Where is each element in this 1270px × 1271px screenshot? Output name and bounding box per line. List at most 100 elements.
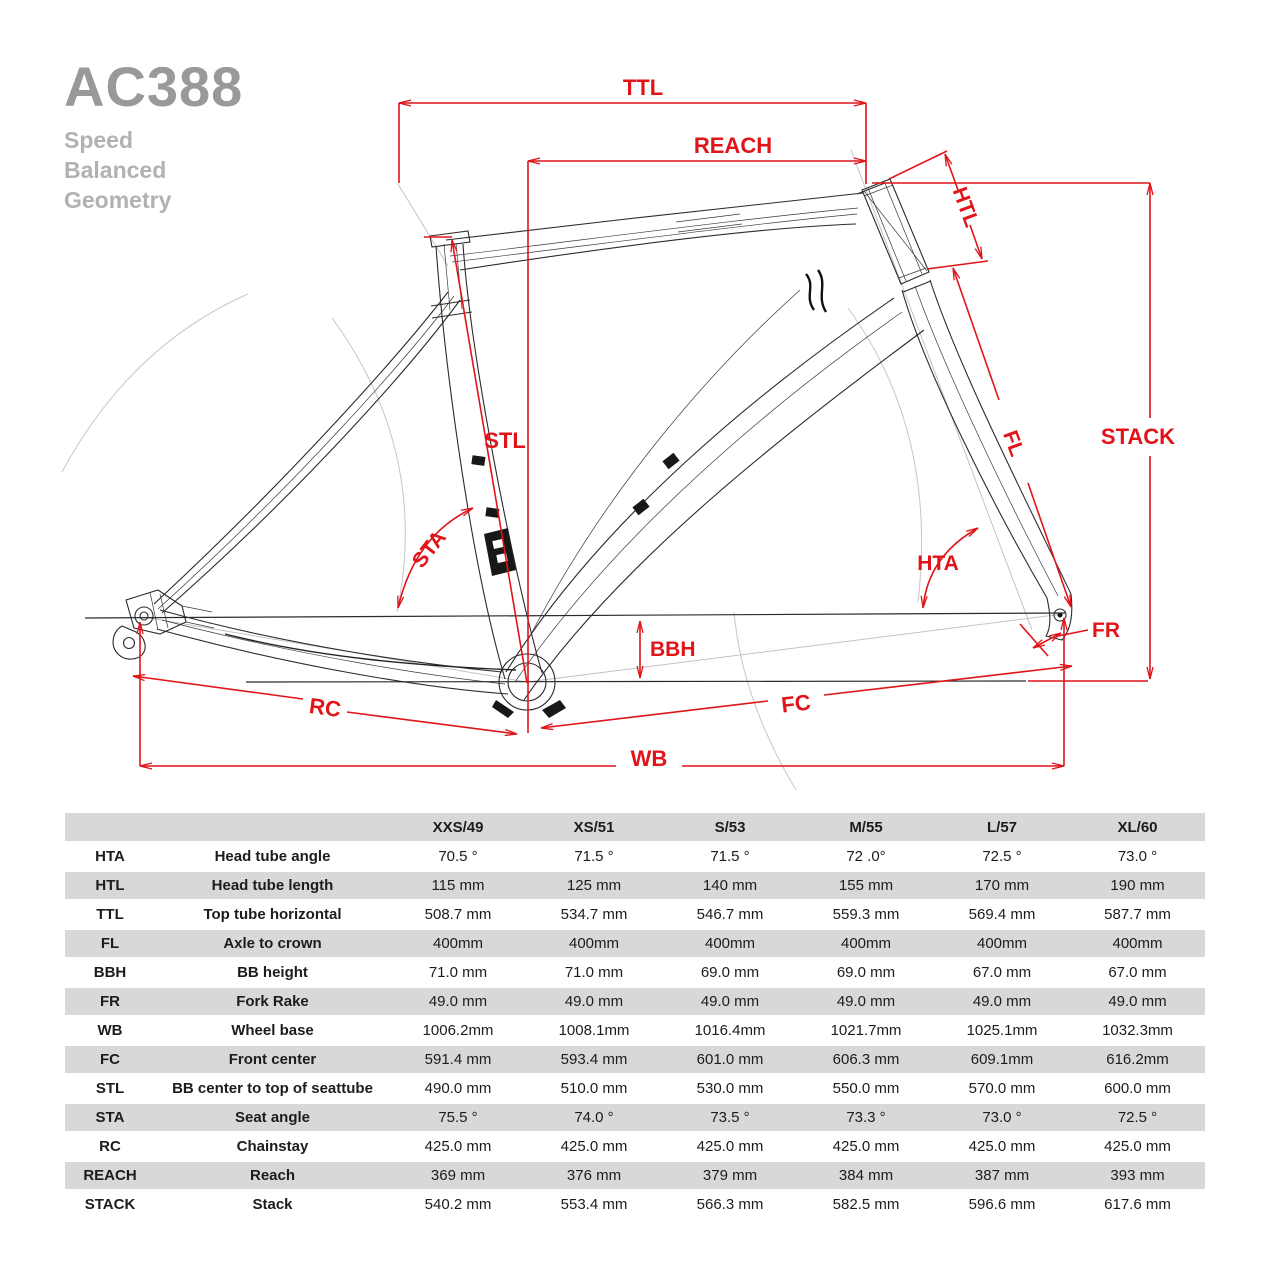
measure-name-cell: BB height bbox=[155, 958, 390, 988]
measure-value-cell: 617.6 mm bbox=[1070, 1190, 1205, 1220]
measure-value-cell: 400mm bbox=[390, 929, 526, 959]
measure-value-cell: 71.5 ° bbox=[526, 842, 662, 872]
measure-value-cell: 72.5 ° bbox=[1070, 1103, 1205, 1133]
measure-code-cell: BBH bbox=[65, 958, 155, 988]
dim-label-hta: HTA bbox=[917, 552, 959, 575]
measure-value-cell: 67.0 mm bbox=[1070, 958, 1205, 988]
seat-tube-cap bbox=[429, 230, 471, 248]
measure-name-cell: Head tube angle bbox=[155, 842, 390, 872]
measure-value-cell: 1008.1mm bbox=[526, 1016, 662, 1046]
measure-value-cell: 601.0 mm bbox=[662, 1045, 798, 1075]
size-column-header: XS/51 bbox=[526, 813, 662, 843]
dim-label-sta: STA bbox=[408, 526, 451, 572]
wheel-arc bbox=[331, 317, 406, 613]
seat-axis-line bbox=[397, 183, 449, 267]
measure-value-cell: 379 mm bbox=[662, 1161, 798, 1191]
dimension-fr: FR bbox=[1019, 619, 1120, 657]
measure-name-cell: Head tube length bbox=[155, 871, 390, 901]
measure-value-cell: 1016.4mm bbox=[662, 1016, 798, 1046]
measure-name-cell: Chainstay bbox=[155, 1132, 390, 1162]
measure-value-cell: 400mm bbox=[662, 929, 798, 959]
measure-value-cell: 616.2mm bbox=[1070, 1045, 1205, 1075]
dim-label-htl: HTL bbox=[948, 184, 984, 230]
measure-value-cell: 72.5 ° bbox=[934, 842, 1070, 872]
measure-code-cell: TTL bbox=[65, 900, 155, 930]
measure-code-cell: FC bbox=[65, 1045, 155, 1075]
measure-value-cell: 490.0 mm bbox=[390, 1074, 526, 1104]
measure-value-cell: 49.0 mm bbox=[390, 987, 526, 1017]
measure-value-cell: 71.0 mm bbox=[390, 958, 526, 988]
dimension-hta: HTA bbox=[917, 527, 979, 609]
measure-value-cell: 1032.3mm bbox=[1070, 1016, 1205, 1046]
dimension-sta: STA bbox=[397, 507, 474, 609]
measure-value-cell: 425.0 mm bbox=[390, 1132, 526, 1162]
measure-value-cell: 510.0 mm bbox=[526, 1074, 662, 1104]
measure-value-cell: 1025.1mm bbox=[934, 1016, 1070, 1046]
size-column-header: M/55 bbox=[798, 813, 934, 843]
measure-value-cell: 155 mm bbox=[798, 871, 934, 901]
measure-value-cell: 582.5 mm bbox=[798, 1190, 934, 1220]
measure-value-cell: 70.5 ° bbox=[390, 842, 526, 872]
dimension-fl: FL bbox=[952, 267, 1072, 608]
measure-name-cell: Reach bbox=[155, 1161, 390, 1191]
measure-value-cell: 384 mm bbox=[798, 1161, 934, 1191]
measure-value-cell: 400mm bbox=[1070, 929, 1205, 959]
measure-value-cell: 596.6 mm bbox=[934, 1190, 1070, 1220]
measure-value-cell: 425.0 mm bbox=[526, 1132, 662, 1162]
dim-label-stl: STL bbox=[484, 428, 526, 453]
measure-name-cell: Stack bbox=[155, 1190, 390, 1220]
measure-value-cell: 49.0 mm bbox=[798, 987, 934, 1017]
measure-value-cell: 115 mm bbox=[390, 871, 526, 901]
dim-label-bbh: BBH bbox=[650, 638, 696, 661]
measure-value-cell: 49.0 mm bbox=[662, 987, 798, 1017]
measure-value-cell: 400mm bbox=[934, 929, 1070, 959]
measure-value-cell: 508.7 mm bbox=[390, 900, 526, 930]
rear-dropout bbox=[112, 589, 215, 660]
dimension-ttl: TTL bbox=[398, 75, 867, 184]
measure-code-cell: STL bbox=[65, 1074, 155, 1104]
measure-value-cell: 67.0 mm bbox=[934, 958, 1070, 988]
measure-code-cell: STACK bbox=[65, 1190, 155, 1220]
wheel-arc bbox=[733, 611, 797, 791]
measure-value-cell: 591.4 mm bbox=[390, 1045, 526, 1075]
dim-label-rc: RC bbox=[308, 693, 343, 722]
measure-value-cell: 593.4 mm bbox=[526, 1045, 662, 1075]
measure-value-cell: 425.0 mm bbox=[1070, 1132, 1205, 1162]
measure-name-cell: Fork Rake bbox=[155, 987, 390, 1017]
measure-value-cell: 376 mm bbox=[526, 1161, 662, 1191]
measure-code-cell: WB bbox=[65, 1016, 155, 1046]
measure-value-cell: 74.0 ° bbox=[526, 1103, 662, 1133]
derailleur-mount bbox=[484, 528, 516, 576]
measure-value-cell: 534.7 mm bbox=[526, 900, 662, 930]
measure-value-cell: 393 mm bbox=[1070, 1161, 1205, 1191]
measure-value-cell: 49.0 mm bbox=[526, 987, 662, 1017]
measure-value-cell: 71.0 mm bbox=[526, 958, 662, 988]
subtitle-line: Geometry bbox=[64, 186, 172, 213]
measure-name-cell: Top tube horizontal bbox=[155, 900, 390, 930]
measure-value-cell: 600.0 mm bbox=[1070, 1074, 1205, 1104]
measure-value-cell: 553.4 mm bbox=[526, 1190, 662, 1220]
bike-frame-drawing bbox=[112, 178, 1073, 718]
wheel-arc bbox=[847, 307, 923, 603]
dim-label-wb: WB bbox=[631, 746, 668, 771]
wheel-arc bbox=[61, 293, 249, 473]
measure-value-cell: 530.0 mm bbox=[662, 1074, 798, 1104]
measure-value-cell: 140 mm bbox=[662, 871, 798, 901]
measure-value-cell: 369 mm bbox=[390, 1161, 526, 1191]
measure-name-cell: Seat angle bbox=[155, 1103, 390, 1133]
measure-code-cell: STA bbox=[65, 1103, 155, 1133]
measure-value-cell: 570.0 mm bbox=[934, 1074, 1070, 1104]
measure-value-cell: 546.7 mm bbox=[662, 900, 798, 930]
size-column-header: S/53 bbox=[662, 813, 798, 843]
measure-value-cell: 190 mm bbox=[1070, 871, 1205, 901]
measure-name-cell: Front center bbox=[155, 1045, 390, 1075]
measure-code-cell: HTA bbox=[65, 842, 155, 872]
